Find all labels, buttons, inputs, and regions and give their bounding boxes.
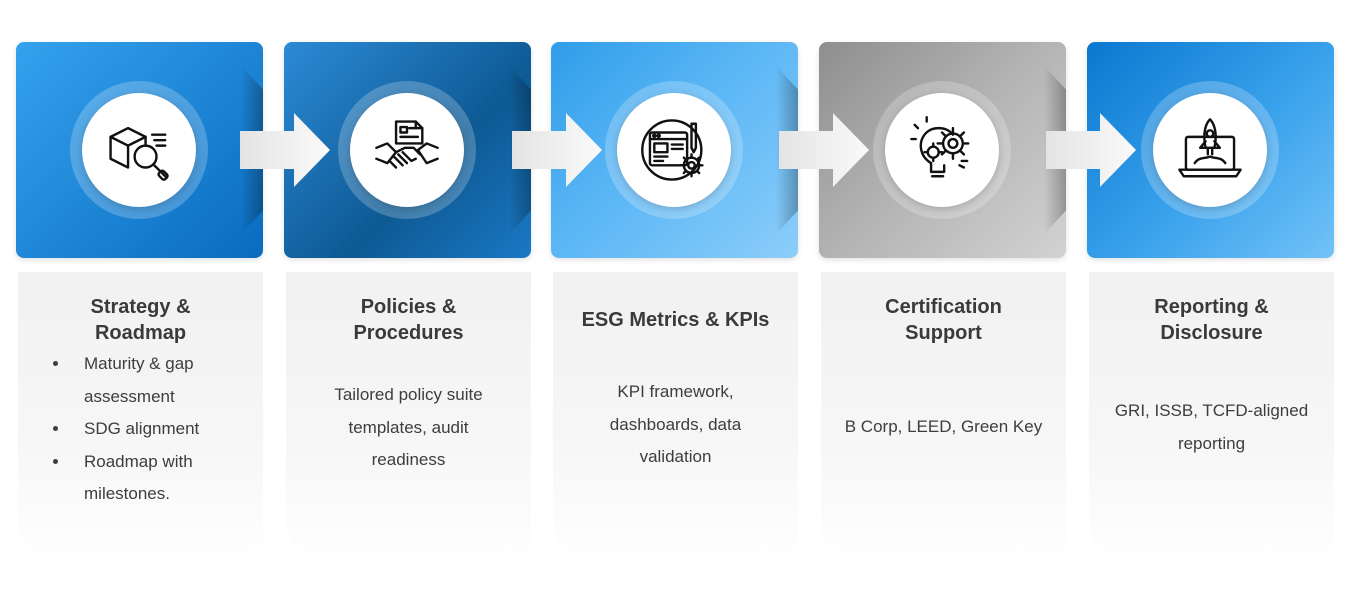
lightbulb-gear-icon [910, 115, 970, 178]
step-card: Certification Support B Corp, LEED, Gree… [821, 272, 1066, 568]
step-card: Policies & Procedures Tailored policy su… [286, 272, 531, 568]
step-metrics: ESG Metrics & KPIs KPI framework, dashbo… [551, 0, 798, 590]
step-tile [16, 42, 263, 258]
flow-arrow [779, 113, 871, 187]
bullet-item: SDG alignment [70, 413, 249, 446]
icon-disc [617, 93, 731, 207]
step-card: Reporting & Disclosure GRI, ISSB, TCFD-a… [1089, 272, 1334, 568]
step-title: Strategy & Roadmap [90, 296, 191, 344]
step-policies: Policies & Procedures Tailored policy su… [284, 0, 531, 590]
step-title: Policies & Procedures [353, 296, 464, 344]
icon-disc [1153, 93, 1267, 207]
rocket-laptop-icon [1178, 118, 1242, 178]
bullet-item: Maturity & gap assessment [70, 348, 249, 413]
flow-arrow [240, 113, 332, 187]
step-title: Certification Support [885, 296, 1002, 344]
icon-disc [885, 93, 999, 207]
flow-arrow [1046, 113, 1138, 187]
step-tile [284, 42, 531, 258]
flow-arrow [512, 113, 604, 187]
step-description: Tailored policy suite templates, audit r… [334, 385, 483, 469]
icon-disc [82, 93, 196, 207]
step-title: Reporting & Disclosure [1154, 296, 1269, 344]
step-description: KPI framework, dashboards, data validati… [609, 382, 742, 466]
step-tile [1087, 42, 1334, 258]
step-description: GRI, ISSB, TCFD-aligned reporting [1114, 401, 1309, 453]
bullet-item: Roadmap with milestones. [70, 446, 249, 511]
step-bullets: Maturity & gap assessment SDG alignment … [32, 348, 249, 511]
step-description: B Corp, LEED, Green Key [844, 417, 1043, 436]
icon-disc [350, 93, 464, 207]
step-title: ESG Metrics & KPIs [581, 309, 770, 331]
step-reporting: Reporting & Disclosure GRI, ISSB, TCFD-a… [1087, 0, 1334, 590]
step-card: ESG Metrics & KPIs KPI framework, dashbo… [553, 272, 798, 568]
step-card: Strategy & Roadmap Maturity & gap assess… [18, 272, 263, 568]
dashboard-gear-icon [641, 119, 704, 181]
step-strategy: Strategy & Roadmap Maturity & gap assess… [16, 0, 263, 590]
handshake-document-icon [375, 120, 439, 169]
step-certification: Certification Support B Corp, LEED, Gree… [819, 0, 1066, 590]
box-magnifier-icon [109, 126, 169, 181]
